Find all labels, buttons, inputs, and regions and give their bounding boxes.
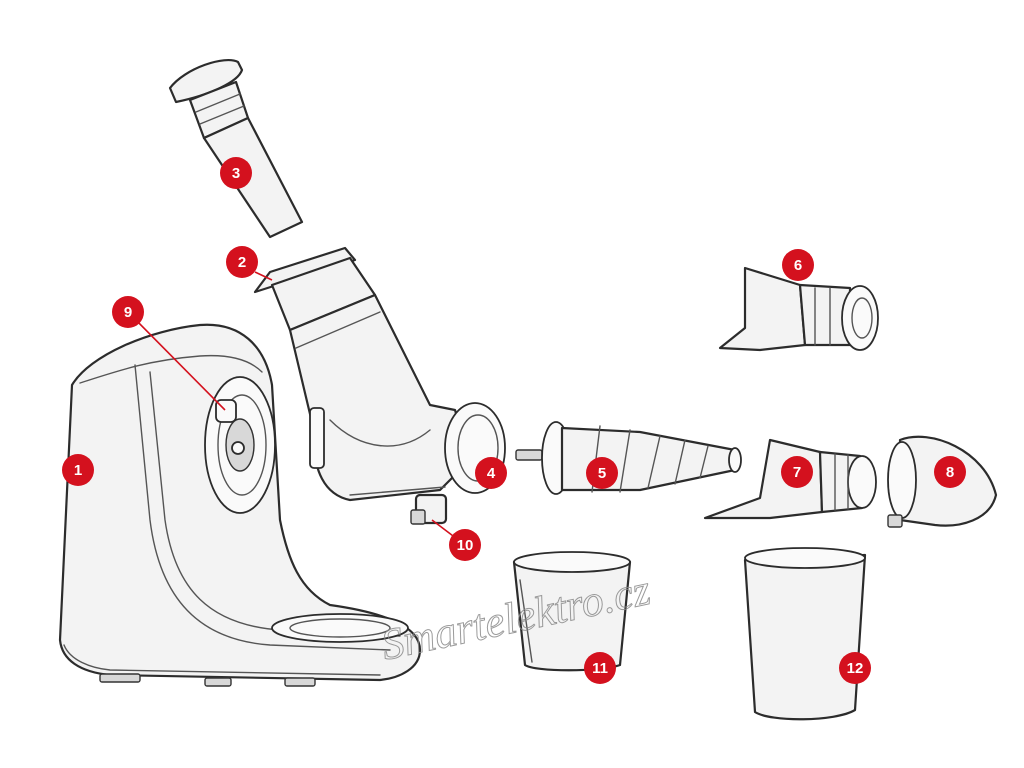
callout-badge: 9 — [112, 296, 144, 328]
leader-line — [127, 311, 226, 411]
juice-cup — [512, 551, 632, 672]
leader-line — [254, 271, 273, 281]
drip-stopper — [410, 493, 448, 525]
callout-badge: 11 — [584, 652, 616, 684]
callout-badge: 8 — [934, 456, 966, 488]
svg-text:11: 11 — [592, 660, 608, 677]
svg-text:10: 10 — [457, 537, 474, 554]
callout-badge: 5 — [586, 457, 618, 489]
callout-badge: 1 — [62, 454, 94, 486]
auger — [515, 421, 742, 495]
callouts: 1 2 3 4 5 6 7 8 — [62, 157, 966, 684]
callout-badge: 6 — [782, 249, 814, 281]
callout-badge: 2 — [226, 246, 258, 278]
callout-badge: 12 — [839, 652, 871, 684]
callout-badge: 4 — [475, 457, 507, 489]
callout-badge: 7 — [781, 456, 813, 488]
callout-badge: 10 — [449, 529, 481, 561]
juicing-drum — [253, 246, 506, 502]
food-pusher — [168, 58, 304, 239]
juicing-screen — [718, 266, 879, 352]
svg-text:8: 8 — [946, 464, 954, 481]
svg-text:1: 1 — [74, 462, 82, 479]
motor-base — [58, 323, 422, 687]
svg-text:2: 2 — [238, 254, 246, 271]
svg-text:12: 12 — [847, 660, 864, 677]
svg-text:7: 7 — [793, 464, 801, 481]
svg-text:6: 6 — [794, 257, 802, 274]
pulp-container — [743, 547, 867, 721]
svg-text:5: 5 — [598, 465, 606, 482]
svg-text:3: 3 — [232, 165, 240, 182]
callout-badge: 3 — [220, 157, 252, 189]
svg-text:9: 9 — [124, 304, 132, 321]
svg-text:4: 4 — [487, 465, 496, 482]
